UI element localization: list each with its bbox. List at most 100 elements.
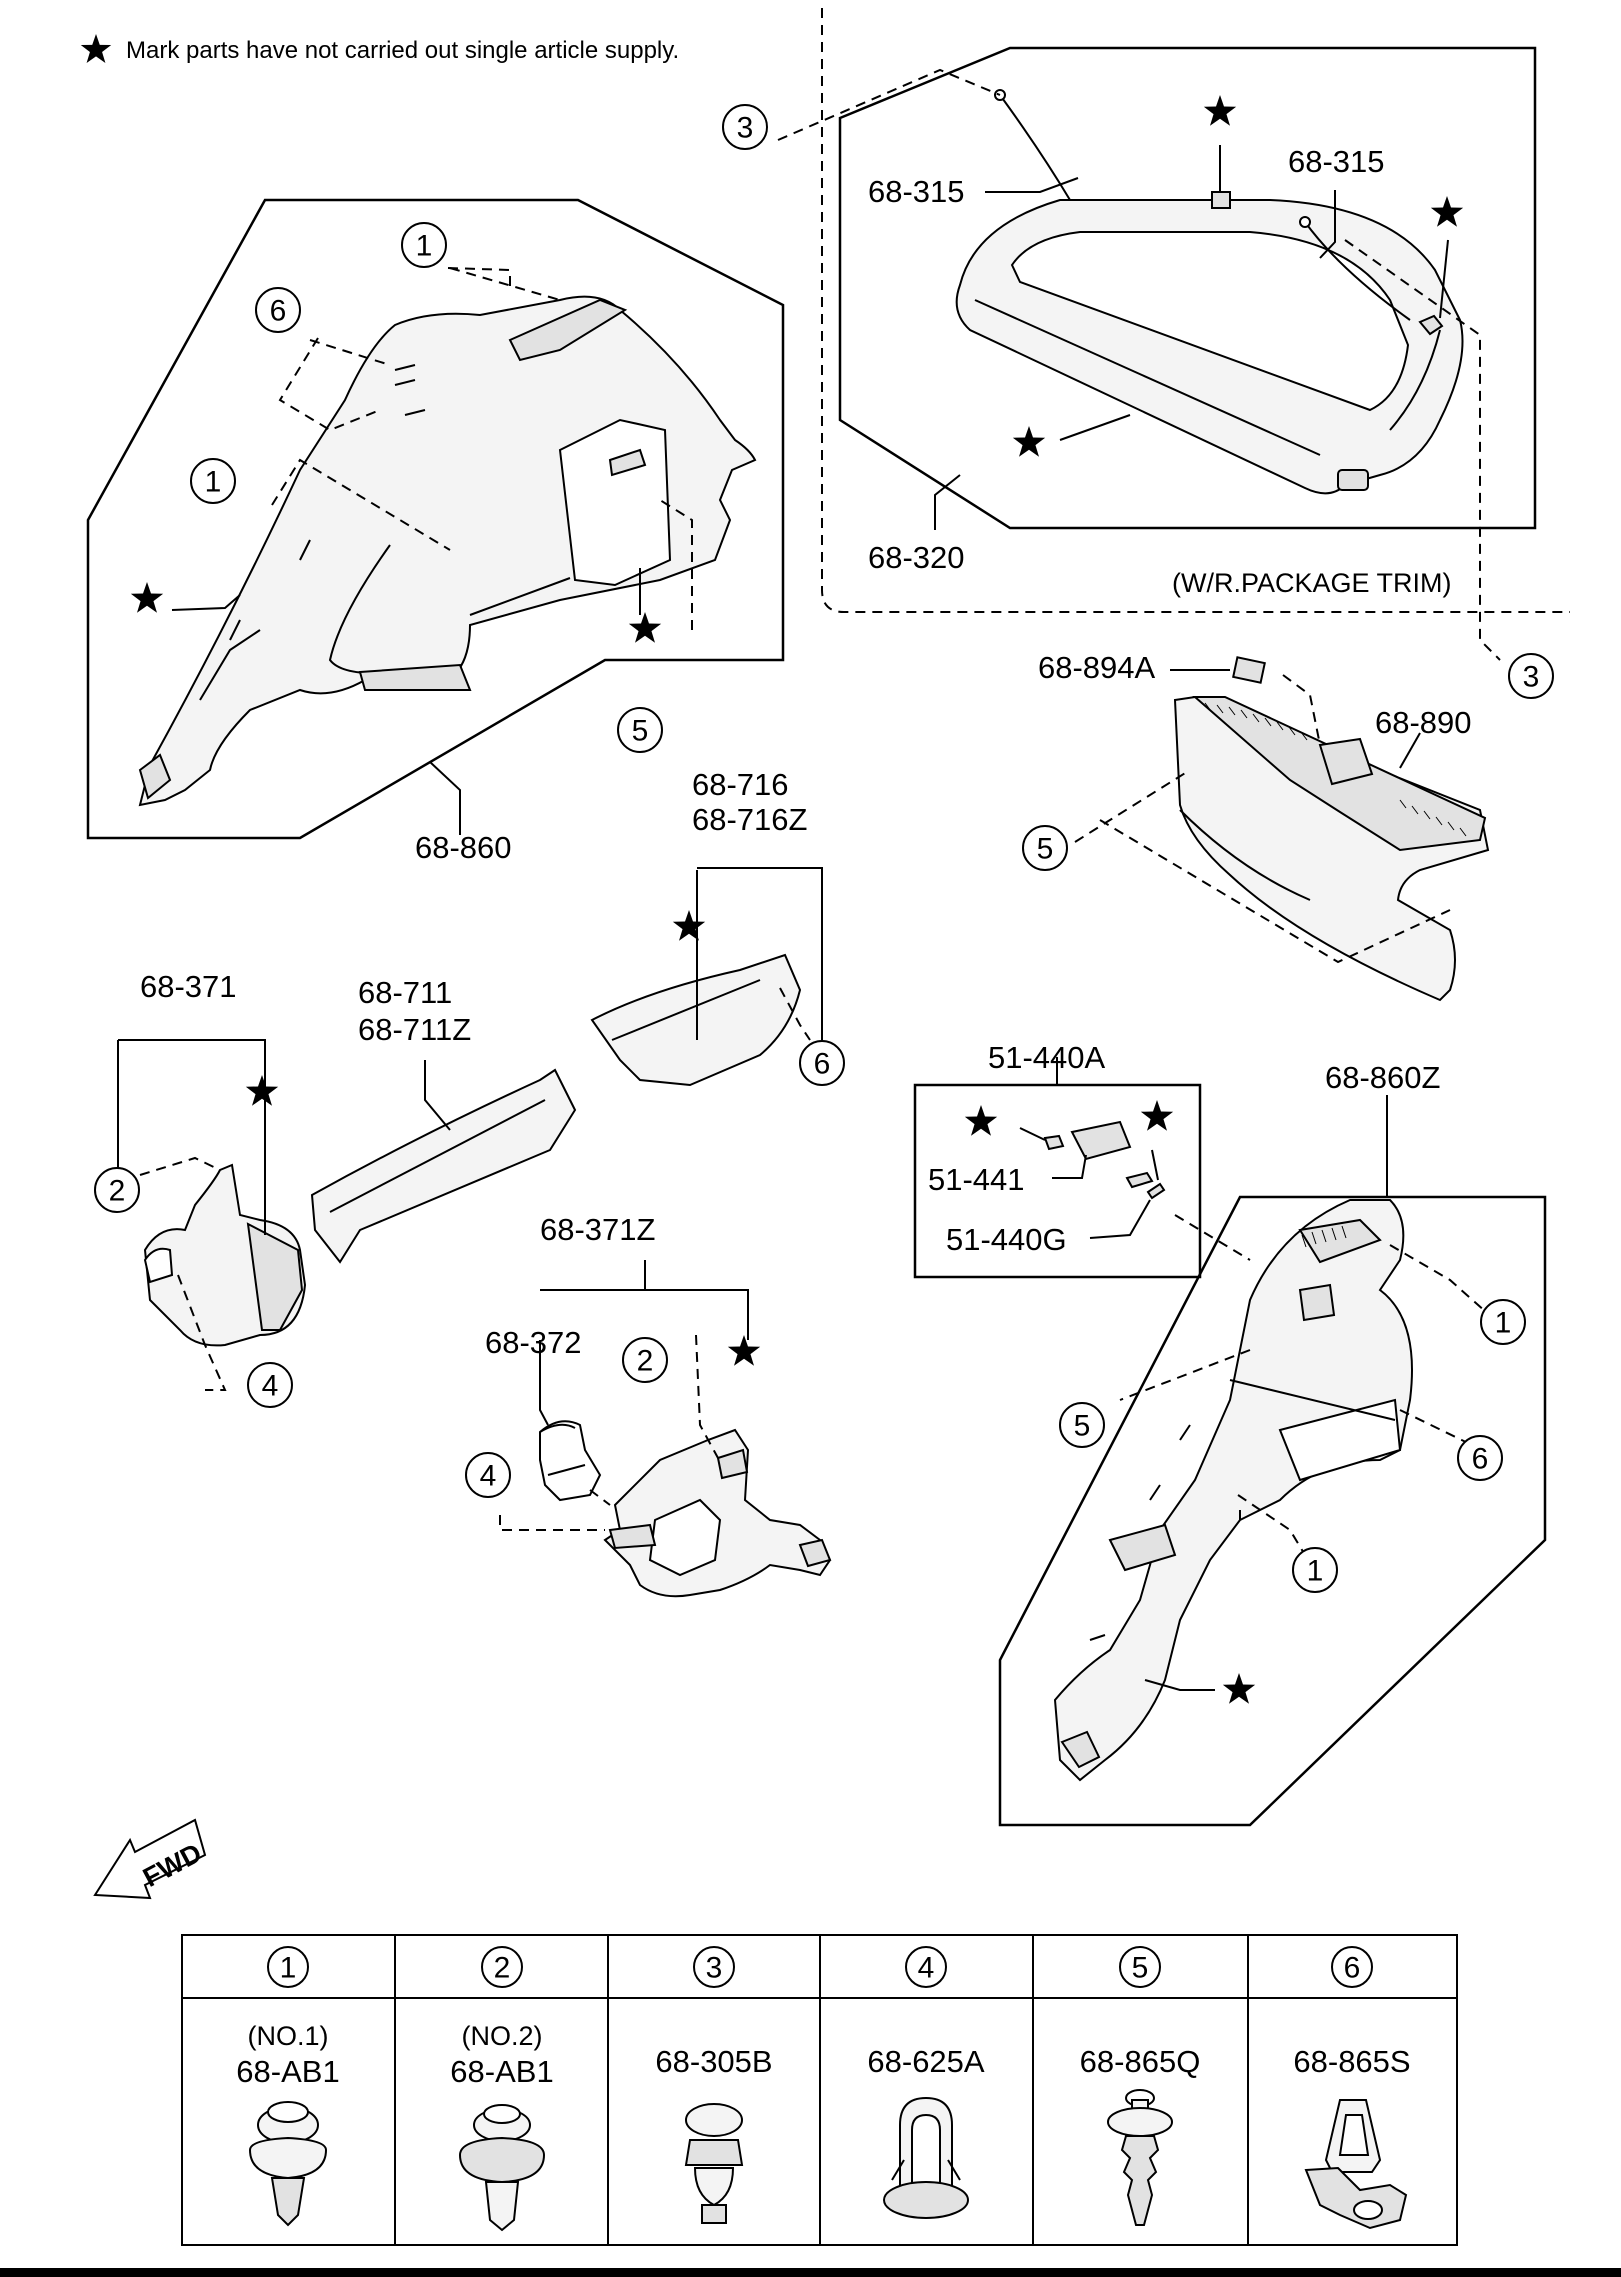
supply-note: Mark parts have not carried out single a… <box>126 37 679 64</box>
label-68-711: 68-711 <box>358 975 452 1010</box>
svg-text:1: 1 <box>1495 1307 1512 1340</box>
label-68-320: 68-320 <box>868 540 965 575</box>
fwd-arrow-icon: FWD <box>93 1818 206 1900</box>
bottom-rule <box>0 2268 1621 2277</box>
label-68-315: 68-315 <box>1288 144 1385 179</box>
svg-text:6: 6 <box>1472 1443 1489 1476</box>
star-marker <box>727 1335 761 1366</box>
callout-4: 4 <box>247 1362 293 1408</box>
table-sub-2: (NO.2) <box>462 2021 543 2051</box>
table-part-4: 68-625A <box>867 2044 985 2079</box>
table-index-6: 6 <box>1344 1952 1361 1985</box>
callout-2: 2 <box>94 1167 140 1213</box>
svg-text:1: 1 <box>205 466 222 499</box>
table-column-6: 6 68-865S <box>1293 1946 1411 2230</box>
push-clip-no1-icon <box>248 2101 328 2227</box>
callout-1: 1 <box>401 222 447 268</box>
svg-text:1: 1 <box>1307 1555 1324 1588</box>
push-clip-no2-icon <box>458 2104 546 2232</box>
callout-5: 5 <box>1022 825 1068 871</box>
callout-3: 3 <box>1508 653 1554 699</box>
table-column-5: 5 68-865Q <box>1080 1946 1201 2226</box>
table-index-4: 4 <box>918 1952 935 1985</box>
svg-text:3: 3 <box>737 112 754 145</box>
star-marker <box>964 1105 998 1136</box>
star-marker <box>1140 1100 1174 1131</box>
callout-6: 6 <box>1457 1435 1503 1481</box>
label-68-371Z: 68-371Z <box>540 1212 655 1247</box>
label-51-440G: 51-440G <box>946 1222 1067 1257</box>
label-68-711Z: 68-711Z <box>358 1012 471 1047</box>
table-column-2: 2 (NO.2) 68-AB1 <box>450 1946 554 2232</box>
star-marker <box>1222 1673 1256 1704</box>
svg-text:5: 5 <box>632 715 649 748</box>
label-68-860Z: 68-860Z <box>1325 1060 1440 1095</box>
label-68-890: 68-890 <box>1375 705 1472 740</box>
table-part-6: 68-865S <box>1293 2044 1410 2079</box>
label-68-894A: 68-894A <box>1038 650 1156 685</box>
table-index-3: 3 <box>706 1952 723 1985</box>
callout-6: 6 <box>799 1040 845 1086</box>
star-marker <box>1430 196 1464 227</box>
shelf-clip-icon <box>1211 191 1231 209</box>
label-wr-package-trim: (W/R.PACKAGE TRIM) <box>1172 568 1452 598</box>
svg-text:3: 3 <box>1523 661 1540 694</box>
label-68-860: 68-860 <box>415 830 512 865</box>
callout-5: 5 <box>617 707 663 753</box>
table-part-3: 68-305B <box>655 2044 772 2079</box>
svg-text:6: 6 <box>814 1048 831 1081</box>
label-68-315: 68-315 <box>868 174 965 209</box>
clip-68-894A-icon <box>1232 656 1266 684</box>
callout-5: 5 <box>1059 1402 1105 1448</box>
svg-text:5: 5 <box>1037 833 1054 866</box>
package-trim-region <box>777 8 1570 661</box>
label-51-440A: 51-440A <box>988 1040 1106 1075</box>
table-index-1: 1 <box>280 1952 297 1985</box>
svg-text:2: 2 <box>109 1175 126 1208</box>
table-part-5: 68-865Q <box>1080 2044 1201 2079</box>
table-column-1: 1 (NO.1) 68-AB1 <box>236 1946 340 2227</box>
quarter-trim-68-860 <box>86 198 785 840</box>
pillar-trim-68-371Z <box>499 1260 832 1598</box>
note-star-icon <box>80 34 112 63</box>
callout-4: 4 <box>465 1452 511 1498</box>
label-51-441: 51-441 <box>928 1162 1025 1197</box>
quarter-trim-68-860Z <box>998 1095 1547 1827</box>
label-68-716: 68-716 <box>692 767 789 802</box>
callout-2: 2 <box>622 1337 668 1383</box>
star-marker <box>628 612 662 643</box>
svg-text:4: 4 <box>262 1370 279 1403</box>
label-68-371: 68-371 <box>140 969 237 1004</box>
label-68-716Z: 68-716Z <box>692 802 807 837</box>
scuff-plate-68-716 <box>590 867 823 1087</box>
grommet-nut-icon <box>883 2096 969 2219</box>
star-marker <box>1203 95 1237 126</box>
callout-3: 3 <box>722 104 768 150</box>
star-marker <box>130 582 164 613</box>
svg-text:6: 6 <box>270 295 287 328</box>
svg-text:1: 1 <box>416 230 433 263</box>
callout-1: 1 <box>190 458 236 504</box>
callout-1: 1 <box>1480 1299 1526 1345</box>
label-68-372: 68-372 <box>485 1325 582 1360</box>
callout-6: 6 <box>255 287 301 333</box>
star-marker <box>672 910 706 941</box>
table-sub-1: (NO.1) <box>248 2021 329 2051</box>
table-column-4: 4 68-625A <box>867 1946 985 2219</box>
star-marker <box>1012 426 1046 457</box>
trunk-end-trim-68-890 <box>1074 656 1490 1002</box>
christmas-tree-clip-icon <box>1107 2089 1173 2226</box>
star-marker <box>245 1075 279 1106</box>
clip-kit-51-440A <box>913 1057 1251 1279</box>
table-part-1: 68-AB1 <box>236 2054 339 2089</box>
table-part-2: 68-AB1 <box>450 2054 553 2089</box>
svg-text:4: 4 <box>480 1460 497 1493</box>
rivet-clip-icon <box>684 2103 744 2224</box>
svg-text:5: 5 <box>1074 1410 1091 1443</box>
fastener-table <box>181 1934 1458 2246</box>
callout-1: 1 <box>1292 1547 1338 1593</box>
table-column-3: 3 68-305B <box>655 1946 773 2224</box>
pillar-trim-68-371 <box>117 1039 307 1391</box>
svg-text:2: 2 <box>637 1345 654 1378</box>
